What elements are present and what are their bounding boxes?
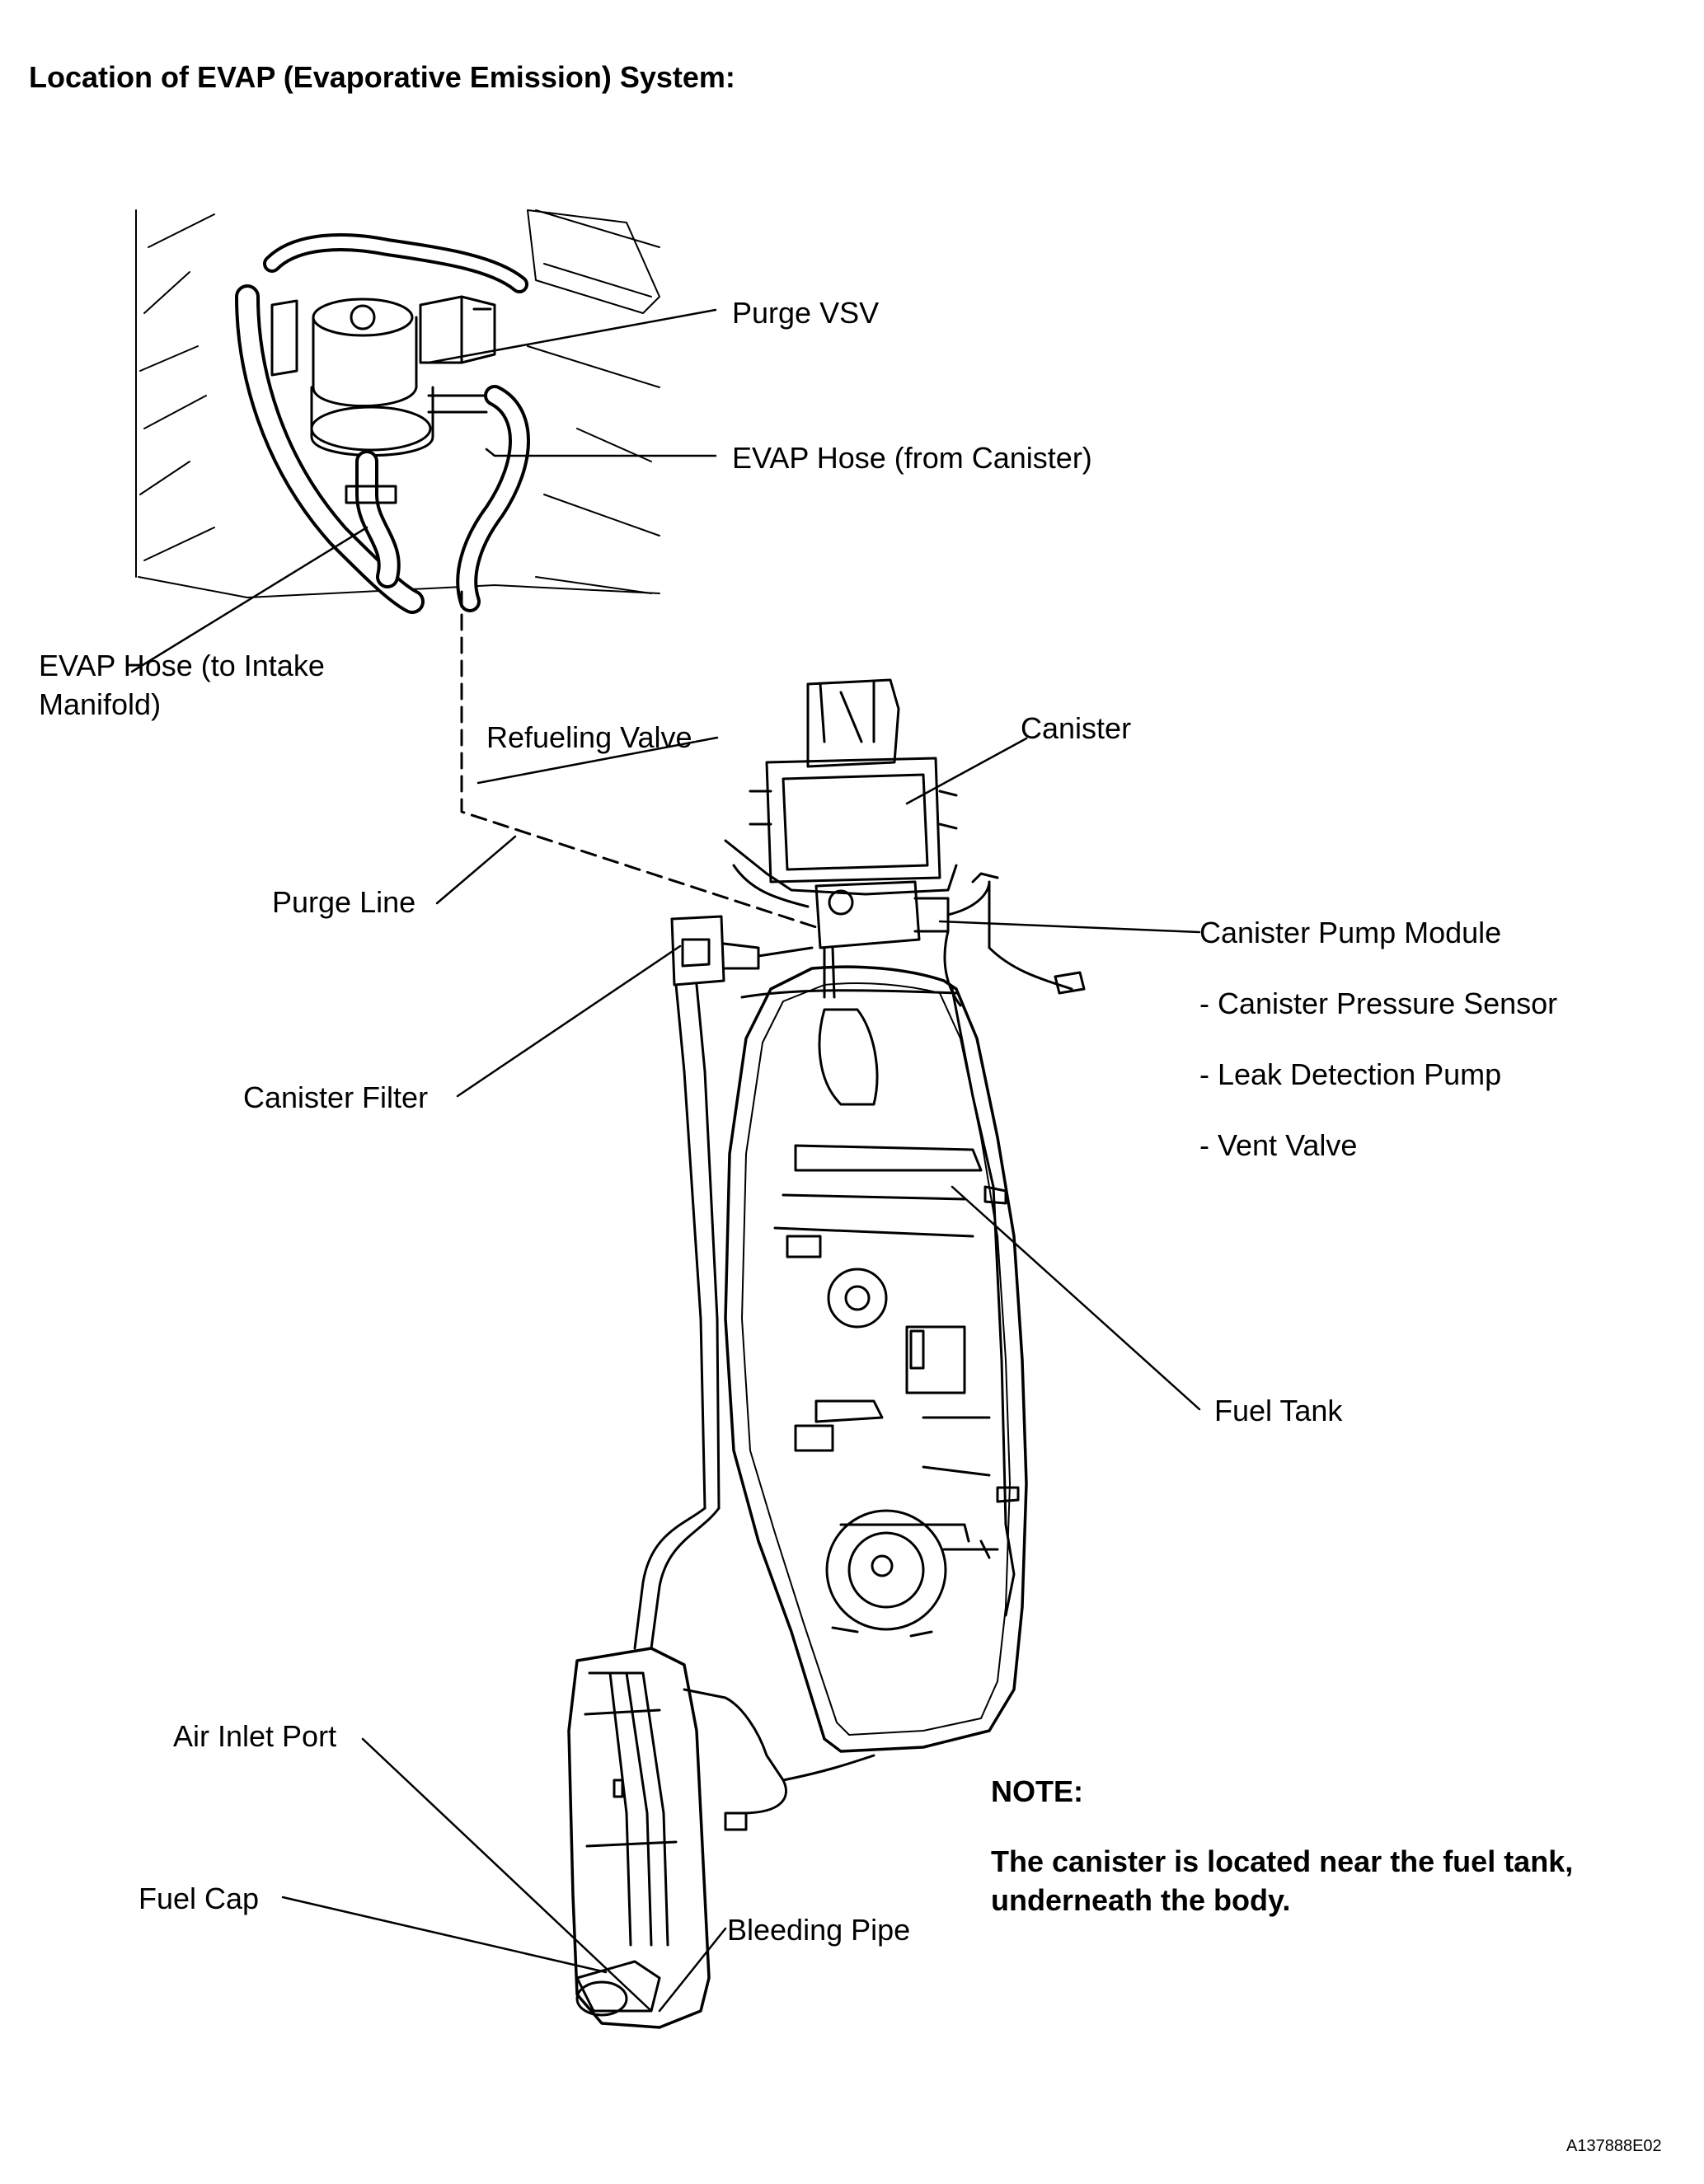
label-canister-pump-module: Canister Pump Module xyxy=(1199,916,1502,949)
fuel-tank-drawing xyxy=(724,946,1028,1753)
leader-lines xyxy=(130,308,1201,2013)
engine-bay-inset xyxy=(135,209,660,614)
label-purge-vsv: Purge VSV xyxy=(732,296,880,330)
note-line-1: The canister is located near the fuel ta… xyxy=(991,1844,1574,1878)
figure-id: A137888E02 xyxy=(1566,2137,1662,2155)
label-bleeding-pipe: Bleeding Pipe xyxy=(727,1913,911,1947)
canister-drawing xyxy=(724,678,958,908)
label-evap-hose-from-canister: EVAP Hose (from Canister) xyxy=(732,441,1092,475)
note-line-2: underneath the body. xyxy=(991,1883,1291,1917)
label-canister-pressure-sensor: - Canister Pressure Sensor xyxy=(1199,987,1558,1020)
canister-pump-module-drawing xyxy=(814,872,1086,1007)
note-heading: NOTE: xyxy=(991,1774,1083,1808)
label-vent-valve: - Vent Valve xyxy=(1199,1128,1358,1162)
label-canister-filter: Canister Filter xyxy=(243,1080,429,1114)
label-fuel-cap: Fuel Cap xyxy=(138,1882,260,1915)
label-canister: Canister xyxy=(1021,711,1132,745)
page-title: Location of EVAP (Evaporative Emission) … xyxy=(29,60,735,94)
label-evap-hose-to-intake-line2: Manifold) xyxy=(39,687,162,721)
purge-line xyxy=(460,590,818,929)
label-refueling-valve: Refueling Valve xyxy=(486,720,692,754)
label-purge-line: Purge Line xyxy=(272,885,416,919)
label-fuel-tank: Fuel Tank xyxy=(1214,1394,1343,1427)
label-evap-hose-to-intake-line1: EVAP Hose (to Intake xyxy=(39,649,325,682)
label-air-inlet-port: Air Inlet Port xyxy=(173,1719,337,1753)
filler-pipe-drawing xyxy=(567,1507,875,2029)
canister-filter-drawing xyxy=(670,915,814,1510)
label-leak-detection-pump: - Leak Detection Pump xyxy=(1199,1057,1502,1091)
